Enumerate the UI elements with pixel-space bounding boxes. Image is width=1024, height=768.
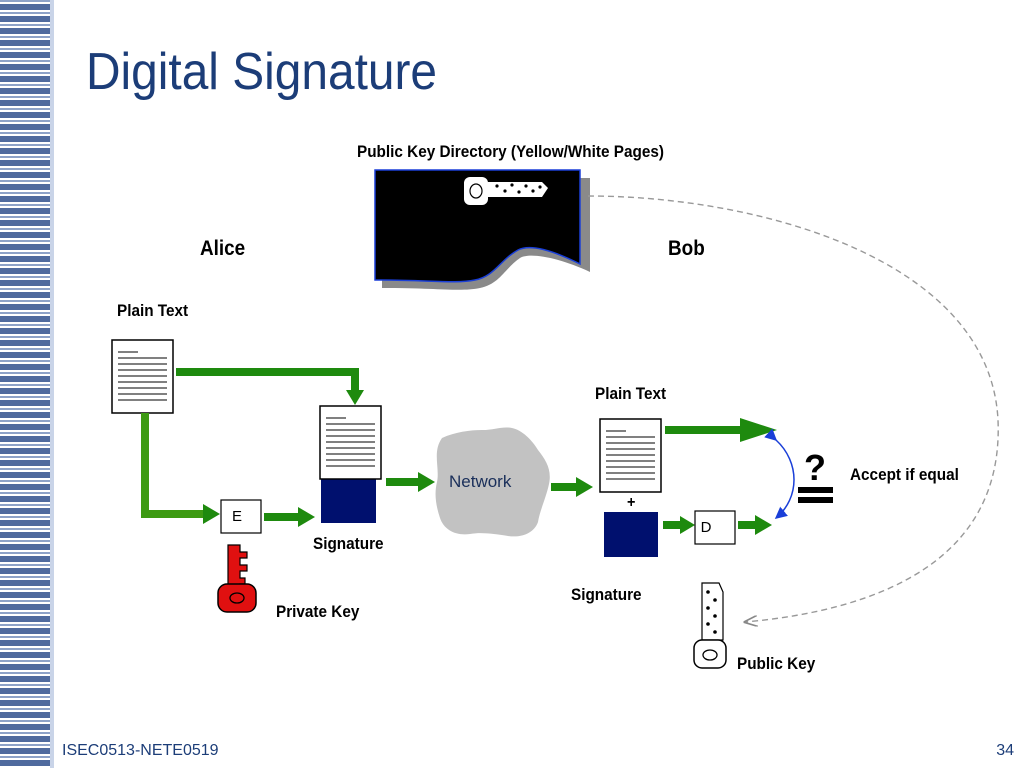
directory-label: Public Key Directory (Yellow/White Pages…	[357, 142, 664, 161]
bob-document-icon	[599, 418, 662, 493]
network-to-bob-arrowhead	[576, 477, 593, 497]
decrypt-box	[694, 510, 736, 545]
alice-label: Alice	[200, 237, 246, 260]
signature-to-decrypt-arrowhead	[680, 516, 695, 534]
private-key-icon	[217, 544, 257, 613]
plaintext-to-encrypt-arrowhead	[203, 504, 220, 524]
bob-signature-block	[604, 512, 658, 557]
bob-plaintext-arrowhead	[740, 418, 777, 442]
question-mark: ?	[804, 447, 826, 488]
compare-arc	[764, 428, 795, 519]
alice-signature-label: Signature	[313, 534, 384, 553]
bob-label: Bob	[668, 237, 705, 260]
side-stripe	[0, 0, 50, 768]
plaintext-to-signed-arrowhead	[346, 390, 364, 405]
page-number: 34	[996, 742, 1014, 759]
decrypt-output-arrowhead	[755, 515, 772, 535]
signed-to-network-arrowhead	[418, 472, 435, 492]
slide-title: Digital Signature	[86, 43, 438, 101]
network-cloud-icon	[435, 427, 550, 537]
private-key-label: Private Key	[276, 602, 360, 621]
network-label: Network	[449, 472, 512, 491]
encrypt-box-label: E	[231, 508, 242, 525]
signed-document-icon	[319, 405, 382, 480]
bob-plain-text-label: Plain Text	[595, 384, 667, 403]
plaintext-to-signed-arrow	[176, 368, 359, 392]
decrypt-box-label: D	[700, 519, 712, 536]
directory-key-icon	[464, 177, 548, 205]
side-stripe-edge	[50, 0, 54, 768]
plus-sign: +	[627, 494, 636, 511]
equals-icon	[798, 487, 833, 503]
public-key-icon	[693, 582, 727, 669]
alice-plain-text-label: Plain Text	[117, 301, 189, 320]
plaintext-to-encrypt-arrow	[141, 413, 205, 518]
encrypt-box	[220, 499, 262, 534]
public-key-label: Public Key	[737, 654, 816, 673]
accept-label: Accept if equal	[850, 465, 959, 484]
directory-to-public-key-arrow	[587, 195, 999, 622]
alice-signature-block	[321, 478, 376, 523]
encrypt-to-signature-arrowhead	[298, 507, 315, 527]
bob-signature-label: Signature	[571, 585, 642, 604]
alice-document-icon	[111, 339, 174, 414]
directory-book-icon	[374, 169, 590, 290]
footer-course-code: ISEC0513-NETE0519	[62, 742, 219, 759]
